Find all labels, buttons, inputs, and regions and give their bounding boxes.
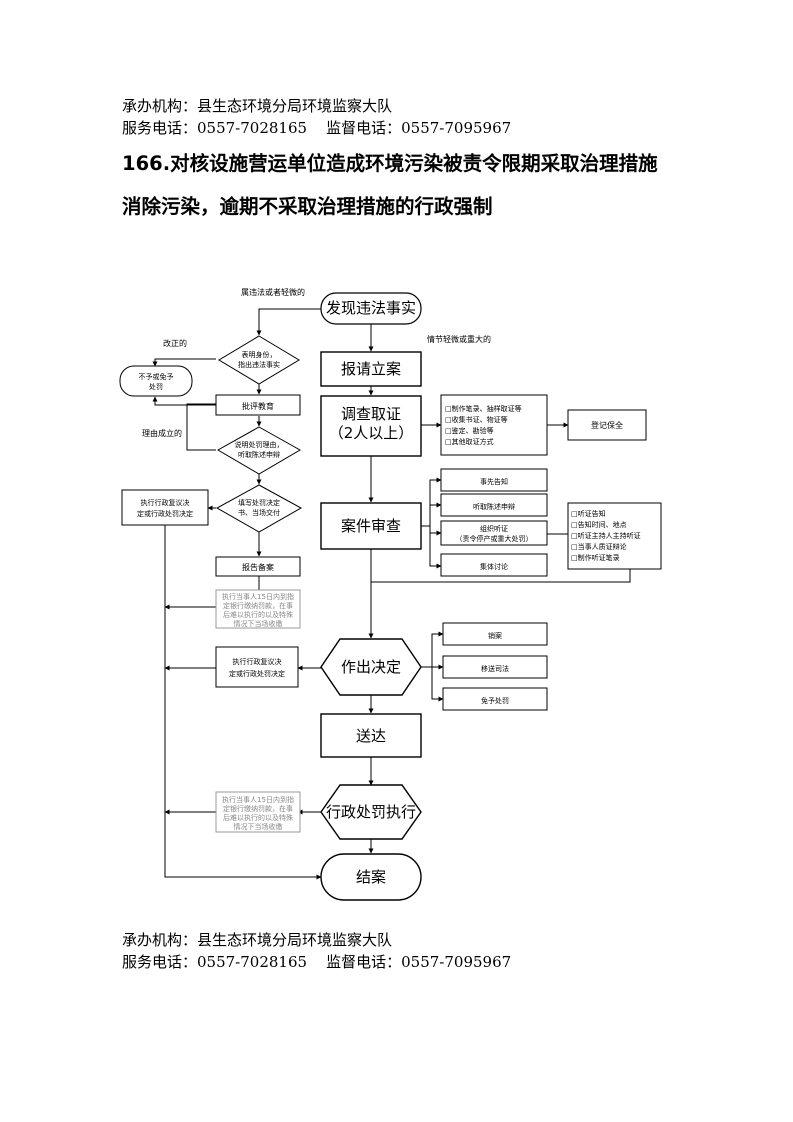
hear-defense-node xyxy=(440,493,548,517)
hearing-items-list xyxy=(567,502,662,570)
withdraw-case-node xyxy=(442,622,548,646)
transfer-label: 移送司法 xyxy=(481,664,509,673)
exec-review-b-line-2: 定或行政处罚决定 xyxy=(229,669,285,678)
inform-reason-line-2: 听取陈述申辩 xyxy=(238,450,280,459)
payment-note-b-line-1: 执行当事人15日内到指 xyxy=(222,795,294,804)
no-penalty-node xyxy=(119,365,193,397)
no-penalty-line-2: 处罚 xyxy=(149,382,163,391)
minor-label: 情节轻微或重大的 xyxy=(427,334,491,344)
evidence-list xyxy=(440,394,548,456)
evidence-item: □其他取证方式 xyxy=(445,437,494,446)
hearing-line-2: （责令停产或重大处罚） xyxy=(456,534,533,543)
collective-discussion-label: 集体讨论 xyxy=(480,562,508,571)
investigate-node xyxy=(320,395,422,457)
hearing-item: □制作听证笔录 xyxy=(571,553,620,562)
identity-decision-line-1: 表明身份， xyxy=(242,350,277,359)
payment-note-b-line-4: 情况下当场收缴 xyxy=(234,822,283,831)
register-preserve-label: 登记保全 xyxy=(591,420,623,430)
file-case-label: 报请立案 xyxy=(341,360,401,378)
payment-note-b-line-2: 定银行缴纳罚款，在事 xyxy=(223,804,293,813)
payment-note-a-line-4: 情况下当场收缴 xyxy=(234,619,283,628)
deliver-node xyxy=(320,713,422,758)
payment-note-a-line-2: 定银行缴纳罚款，在事 xyxy=(223,601,293,610)
hearing-item: □告知时间、地点 xyxy=(571,520,627,529)
report-record-node xyxy=(215,556,301,577)
no-penalty-line-1: 不予或免予 xyxy=(139,372,174,381)
exec-review-line-2: 定或行政处罚决定 xyxy=(137,509,193,518)
withdraw-case-label: 销案 xyxy=(488,631,502,640)
evidence-item: □收集书证、物证等 xyxy=(445,415,508,424)
start-node xyxy=(320,292,422,325)
header-org: 承办机构：县生态环境分局环境监察大队 xyxy=(122,97,393,115)
hearing-item: □听证主持人主持听证 xyxy=(571,531,641,540)
hearing-item: □听证告知 xyxy=(571,509,606,518)
identity-decision-line-2: 指出违法事实 xyxy=(238,360,280,369)
education-node xyxy=(215,394,301,416)
payment-note-a xyxy=(215,589,301,629)
identity-decision xyxy=(218,335,300,385)
report-record-label: 报告备案 xyxy=(242,562,274,572)
enforce-node xyxy=(320,784,422,840)
inform-reason-line-1: 说明处罚理由， xyxy=(235,440,284,449)
evidence-item: □制作笔录、抽样取证等 xyxy=(445,404,522,413)
payment-note-a-line-1: 执行当事人15日内到指 xyxy=(222,592,294,601)
close-case-node xyxy=(320,853,422,901)
exempt-label: 免予处罚 xyxy=(481,696,509,705)
education-label: 批评教育 xyxy=(242,401,274,411)
file-case-node xyxy=(320,351,422,387)
transfer-node xyxy=(442,655,548,679)
discover-source-label: 属违法或者轻微的 xyxy=(241,287,305,297)
exec-review-b-line-1: 执行行政复议决 xyxy=(233,657,282,666)
hear-defense-label: 听取陈述申辩 xyxy=(473,502,515,511)
make-decision-node xyxy=(320,638,422,696)
hearing-item: □当事人质证辩论 xyxy=(571,542,627,551)
prior-notice-node xyxy=(440,468,548,492)
case-review-label: 案件审查 xyxy=(341,517,401,535)
fill-decision-line-2: 书、当场交付 xyxy=(238,508,280,517)
hearing-line-1: 组织听证 xyxy=(480,524,508,533)
register-preserve-node xyxy=(567,409,647,441)
exec-review-b-node xyxy=(215,646,299,688)
prior-notice-label: 事先告知 xyxy=(480,477,508,486)
enforce-label: 行政处罚执行 xyxy=(326,803,416,821)
fill-decision-line-1: 填写处罚决定 xyxy=(238,498,280,507)
inform-reason-decision xyxy=(216,426,302,475)
title-line-1: 166.对核设施营运单位造成环境污染被责令限期采取治理措施 xyxy=(122,152,658,175)
fill-decision-node xyxy=(215,484,303,533)
make-decision-label: 作出决定 xyxy=(341,658,401,676)
evidence-item: □鉴定、勘验等 xyxy=(445,426,494,435)
exec-review-node xyxy=(121,489,209,526)
payment-note-a-line-3: 后难以执行的以及特殊 xyxy=(223,610,293,619)
payment-note-b xyxy=(215,791,301,833)
correct-label: 改正的 xyxy=(163,338,187,348)
exec-review-line-1: 执行行政复议决 xyxy=(141,498,190,507)
exempt-node xyxy=(442,687,548,711)
footer-phones: 服务电话：0557-7028165 监督电话：0557-7095967 xyxy=(122,953,512,971)
reason-established-label: 理由成立的 xyxy=(142,428,182,438)
footer-org: 承办机构：县生态环境分局环境监察大队 xyxy=(122,931,393,949)
title-line-2: 消除污染，逾期不采取治理措施的行政强制 xyxy=(122,195,493,218)
collective-discussion-node xyxy=(440,553,548,577)
header-phones: 服务电话：0557-7028165 监督电话：0557-7095967 xyxy=(122,119,512,137)
hearing-node xyxy=(440,520,548,546)
case-review-node xyxy=(320,502,422,550)
close-case-label: 结案 xyxy=(356,868,386,886)
investigate-line-1: 调查取证 xyxy=(341,405,401,423)
connector-lines xyxy=(152,308,631,880)
payment-note-b-line-3: 后难以执行的以及特殊 xyxy=(223,813,293,822)
deliver-label: 送达 xyxy=(356,727,386,745)
investigate-line-2: （2人以上） xyxy=(329,424,414,442)
start-node-label: 发现违法事实 xyxy=(326,299,416,317)
